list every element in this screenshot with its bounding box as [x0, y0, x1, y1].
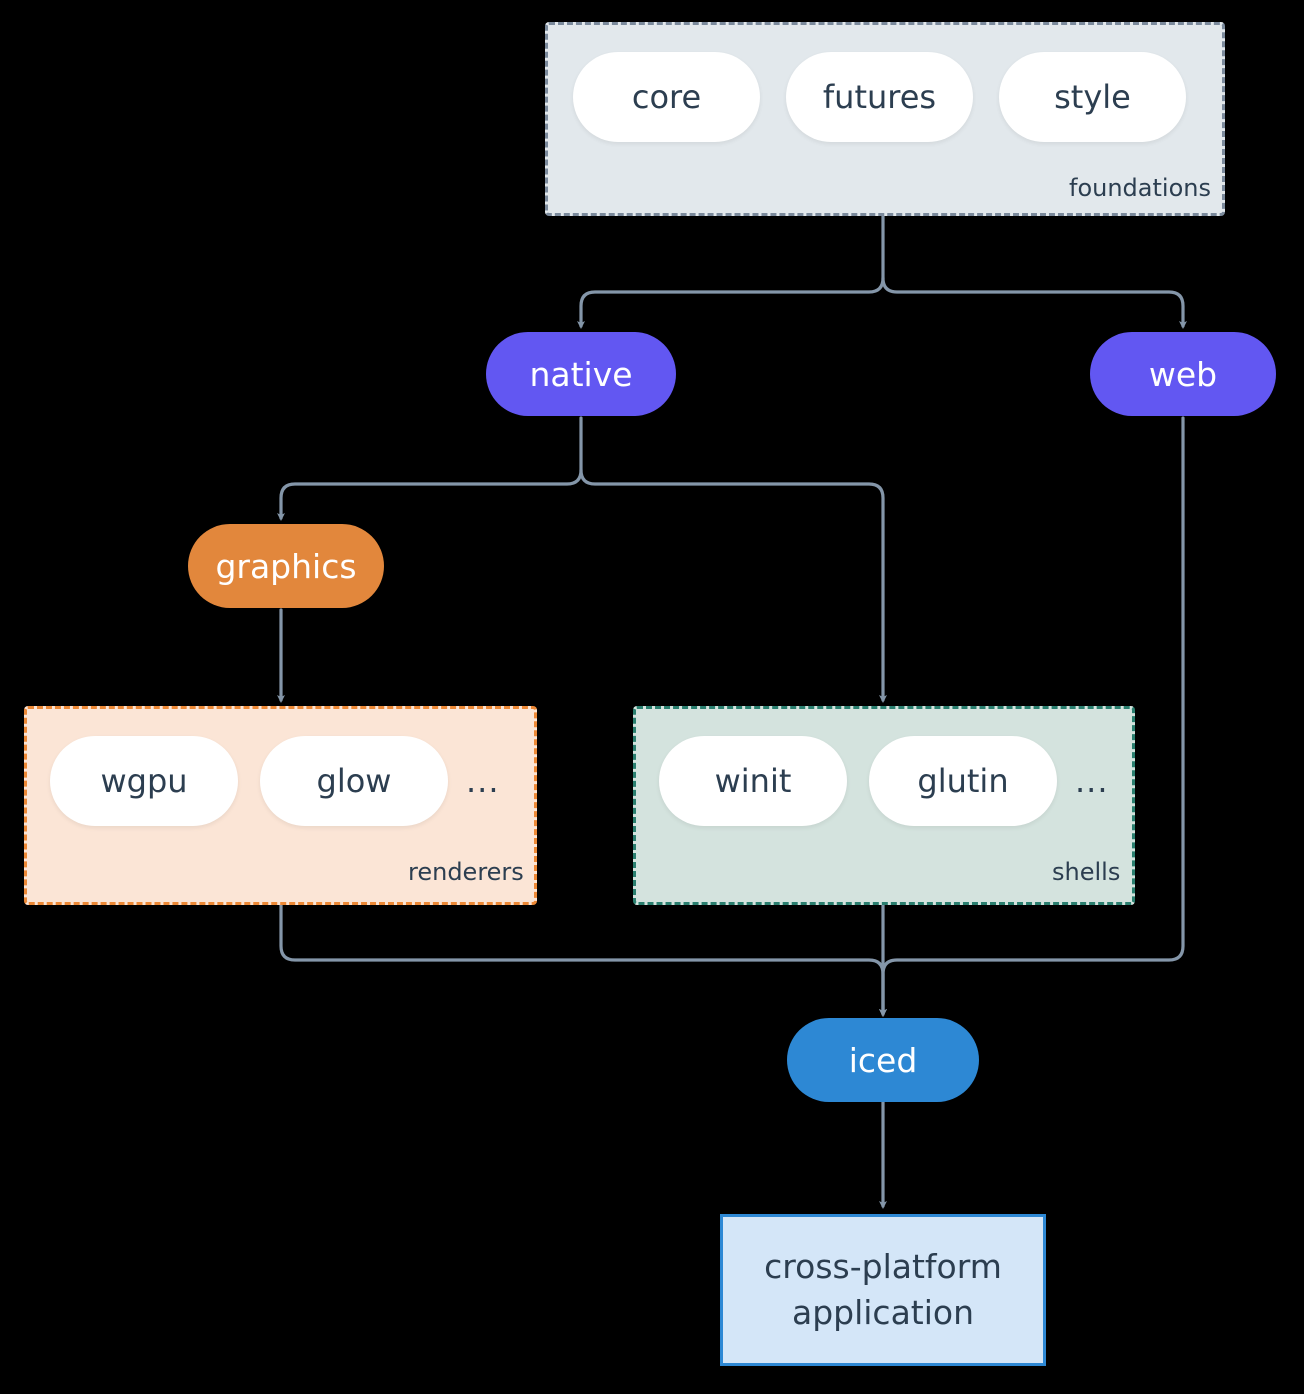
edge-native-shells — [579, 468, 887, 703]
node-web-label: web — [1148, 354, 1218, 394]
group-label-foundations: foundations — [1069, 174, 1211, 202]
chip-glutin[interactable]: glutin — [869, 736, 1057, 826]
chip-winit[interactable]: winit — [659, 736, 847, 826]
node-native-label: native — [529, 354, 633, 394]
node-graphics-label: graphics — [215, 546, 357, 586]
group-renderers-chips: wgpu glow ... — [50, 736, 500, 826]
edge-native-graphics — [277, 416, 583, 521]
application-line-2: application — [791, 1293, 975, 1332]
group-foundations-chips: core futures style — [573, 52, 1186, 142]
chip-style[interactable]: style — [999, 52, 1186, 142]
edge-renderers-iced — [279, 903, 887, 1017]
chip-futures[interactable]: futures — [786, 52, 973, 142]
node-iced-label: iced — [848, 1040, 918, 1080]
node-application[interactable]: cross-platform application — [720, 1214, 1046, 1366]
chip-core[interactable]: core — [573, 52, 760, 142]
node-graphics[interactable]: graphics — [188, 524, 384, 608]
application-line-1: cross-platform — [764, 1247, 1002, 1287]
edge-foundations-web — [881, 276, 1187, 329]
chip-wgpu[interactable]: wgpu — [50, 736, 238, 826]
chip-glow[interactable]: glow — [260, 736, 448, 826]
renderers-ellipsis: ... — [466, 762, 500, 800]
edge-foundations-native — [577, 214, 885, 329]
group-label-renderers: renderers — [408, 858, 524, 886]
group-label-shells: shells — [1052, 858, 1121, 886]
group-shells-chips: winit glutin ... — [659, 736, 1109, 826]
node-iced[interactable]: iced — [787, 1018, 979, 1102]
node-native[interactable]: native — [486, 332, 676, 416]
node-web[interactable]: web — [1090, 332, 1276, 416]
shells-ellipsis: ... — [1075, 762, 1109, 800]
